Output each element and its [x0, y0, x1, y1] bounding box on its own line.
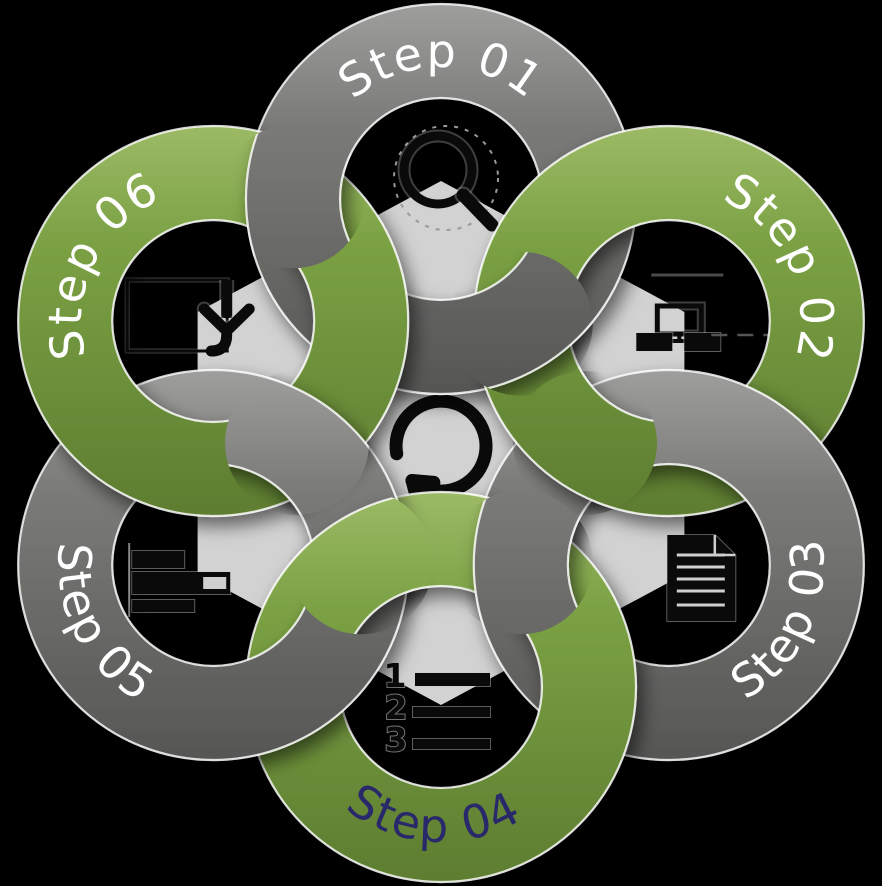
document-report-icon: [666, 534, 737, 622]
list-number: 1: [384, 656, 407, 695]
horizontal-bar-chart-icon: [128, 543, 232, 617]
child-node: [635, 332, 674, 352]
inbox-download-icon: [124, 277, 257, 357]
list-number: 2: [385, 688, 408, 727]
child-node: [683, 332, 722, 352]
bar: [131, 599, 196, 613]
lens: [399, 131, 477, 209]
org-chart-icon: [635, 273, 782, 352]
numbered-list-icon: 1 2 3: [383, 655, 491, 760]
handle: [456, 188, 499, 232]
list-number: 3: [385, 720, 408, 759]
cycle-arc: [389, 394, 493, 498]
dashed-circle: [393, 125, 499, 231]
bar-marker: [203, 577, 227, 589]
search-magnifier-icon: [393, 125, 501, 234]
bar: [131, 550, 186, 569]
